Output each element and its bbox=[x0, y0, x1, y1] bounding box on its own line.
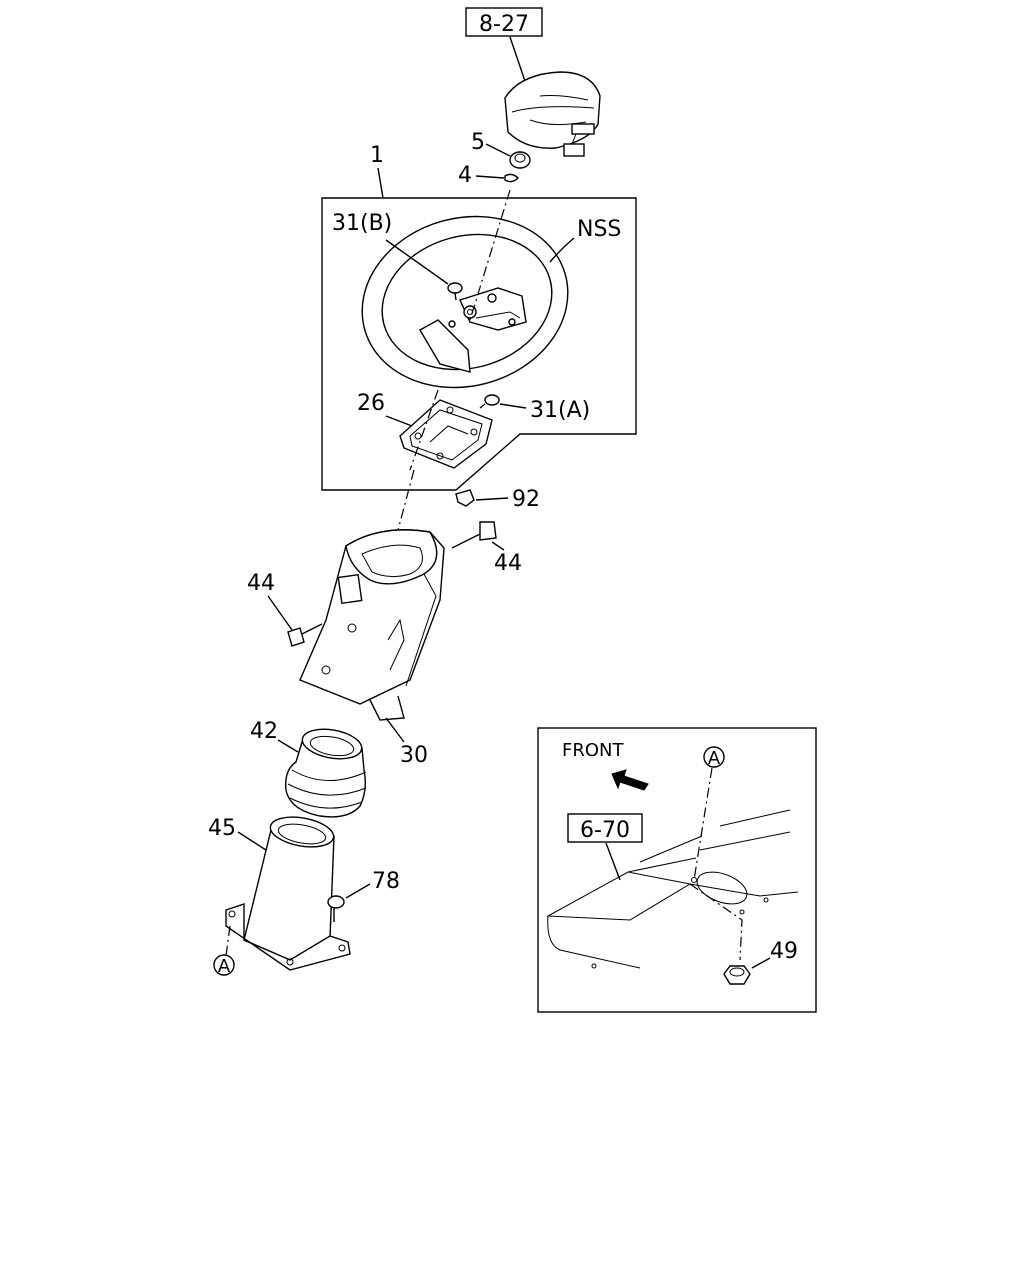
lower-cover-part-45: 45 bbox=[208, 816, 351, 971]
label-30: 30 bbox=[400, 743, 428, 768]
label-31a: 31(A) bbox=[530, 398, 590, 423]
nut-part-49: 49 bbox=[723, 939, 798, 985]
clip-part-92: 92 bbox=[455, 487, 540, 512]
column-cover-part-30: 30 bbox=[299, 529, 445, 768]
axis-line-upper bbox=[469, 189, 511, 321]
marker-a-inset-label: A bbox=[708, 748, 721, 769]
plate-part-26: 26 bbox=[357, 391, 493, 469]
label-5: 5 bbox=[471, 130, 485, 155]
axis-line-lower bbox=[389, 469, 415, 561]
screw-part-31a: 31(A) bbox=[479, 394, 590, 423]
label-26: 26 bbox=[357, 391, 385, 416]
label-42: 42 bbox=[250, 719, 278, 744]
screw-part-44-right: 44 bbox=[451, 521, 522, 576]
marker-a-main-label: A bbox=[218, 956, 231, 977]
nss-callout: NSS bbox=[549, 217, 621, 263]
nut-part-5: 5 bbox=[471, 130, 531, 169]
label-49: 49 bbox=[770, 939, 798, 964]
label-45: 45 bbox=[208, 816, 236, 841]
washer-part-4: 4 bbox=[458, 163, 519, 188]
label-92: 92 bbox=[512, 487, 540, 512]
label-44-left: 44 bbox=[247, 571, 275, 596]
ref-box-8-27: 8-27 bbox=[465, 7, 543, 37]
boot-part-42: 42 bbox=[250, 719, 367, 818]
leader-8-27 bbox=[509, 36, 527, 85]
ref-8-27-label: 8-27 bbox=[479, 12, 529, 37]
label-31b: 31(B) bbox=[332, 211, 392, 236]
inset-detail: FRONT A 6-70 49 bbox=[537, 727, 817, 1013]
bolt-part-31b: 31(B) bbox=[332, 211, 463, 301]
assembly-bracket-1: 1 bbox=[321, 143, 637, 491]
label-front: FRONT bbox=[562, 740, 624, 761]
label-4: 4 bbox=[458, 163, 472, 188]
marker-a-main: A bbox=[213, 925, 235, 977]
bolt-part-78: 78 bbox=[327, 869, 400, 922]
screw-part-44-left: 44 bbox=[247, 571, 323, 647]
label-78: 78 bbox=[372, 869, 400, 894]
ref-6-70-label: 6-70 bbox=[580, 818, 630, 843]
label-44-right: 44 bbox=[494, 551, 522, 576]
label-nss: NSS bbox=[577, 217, 621, 242]
front-arrow-icon bbox=[611, 769, 649, 791]
horn-pad-part bbox=[504, 71, 601, 157]
axis-line-mid bbox=[409, 389, 439, 471]
label-1: 1 bbox=[370, 143, 384, 168]
